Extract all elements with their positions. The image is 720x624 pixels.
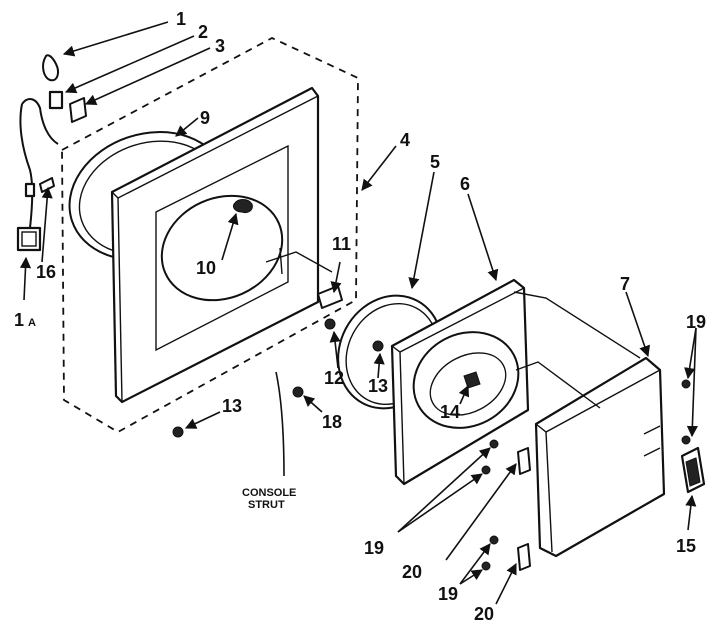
callout-13b: 13 [368,376,388,396]
callout-20-upper: 20 [402,562,422,582]
console-strut-note: CONSOLE STRUT [242,487,296,511]
callout-1: 1 [176,9,186,29]
front-panel [110,86,333,404]
callout-12: 12 [324,368,344,388]
leader-lines [19,21,698,605]
inner-door-panel [390,278,530,486]
callout-15: 15 [676,536,696,556]
door-handle [680,446,706,494]
note-line-2: STRUT [248,499,285,511]
callout-14: 14 [440,402,460,422]
callout-9: 9 [200,108,210,128]
callout-13a: 13 [222,396,242,416]
door-hinges [517,447,531,571]
callout-1a: 1 [14,310,24,330]
callout-18: 18 [322,412,342,432]
callout-3: 3 [215,36,225,56]
lamp-assembly [233,199,253,213]
callout-11: 11 [332,234,351,254]
callout-7: 7 [620,274,630,294]
callout-19-bottom: 19 [438,584,458,604]
callout-labels: 1 2 3 4 5 6 7 9 10 11 12 13 13 14 15 16 … [14,9,706,624]
screws [172,318,691,571]
wire-harness [16,54,59,252]
hinge-bracket [317,285,343,309]
note-line-1: CONSOLE [242,487,296,499]
callout-5: 5 [430,152,440,172]
callout-19-right: 19 [686,312,706,332]
dashed-assembly-outline [61,36,359,434]
callout-6: 6 [460,174,470,194]
console-strut-line [275,371,285,477]
callout-4: 4 [400,130,410,150]
callout-20-lower: 20 [474,604,494,624]
callout-16: 16 [36,262,56,282]
callout-1a-sub: A [28,317,36,329]
callout-2: 2 [198,22,208,42]
callout-19-left: 19 [364,538,384,558]
outer-door [513,291,666,558]
callout-10: 10 [196,258,216,278]
clip-parts [39,90,87,193]
